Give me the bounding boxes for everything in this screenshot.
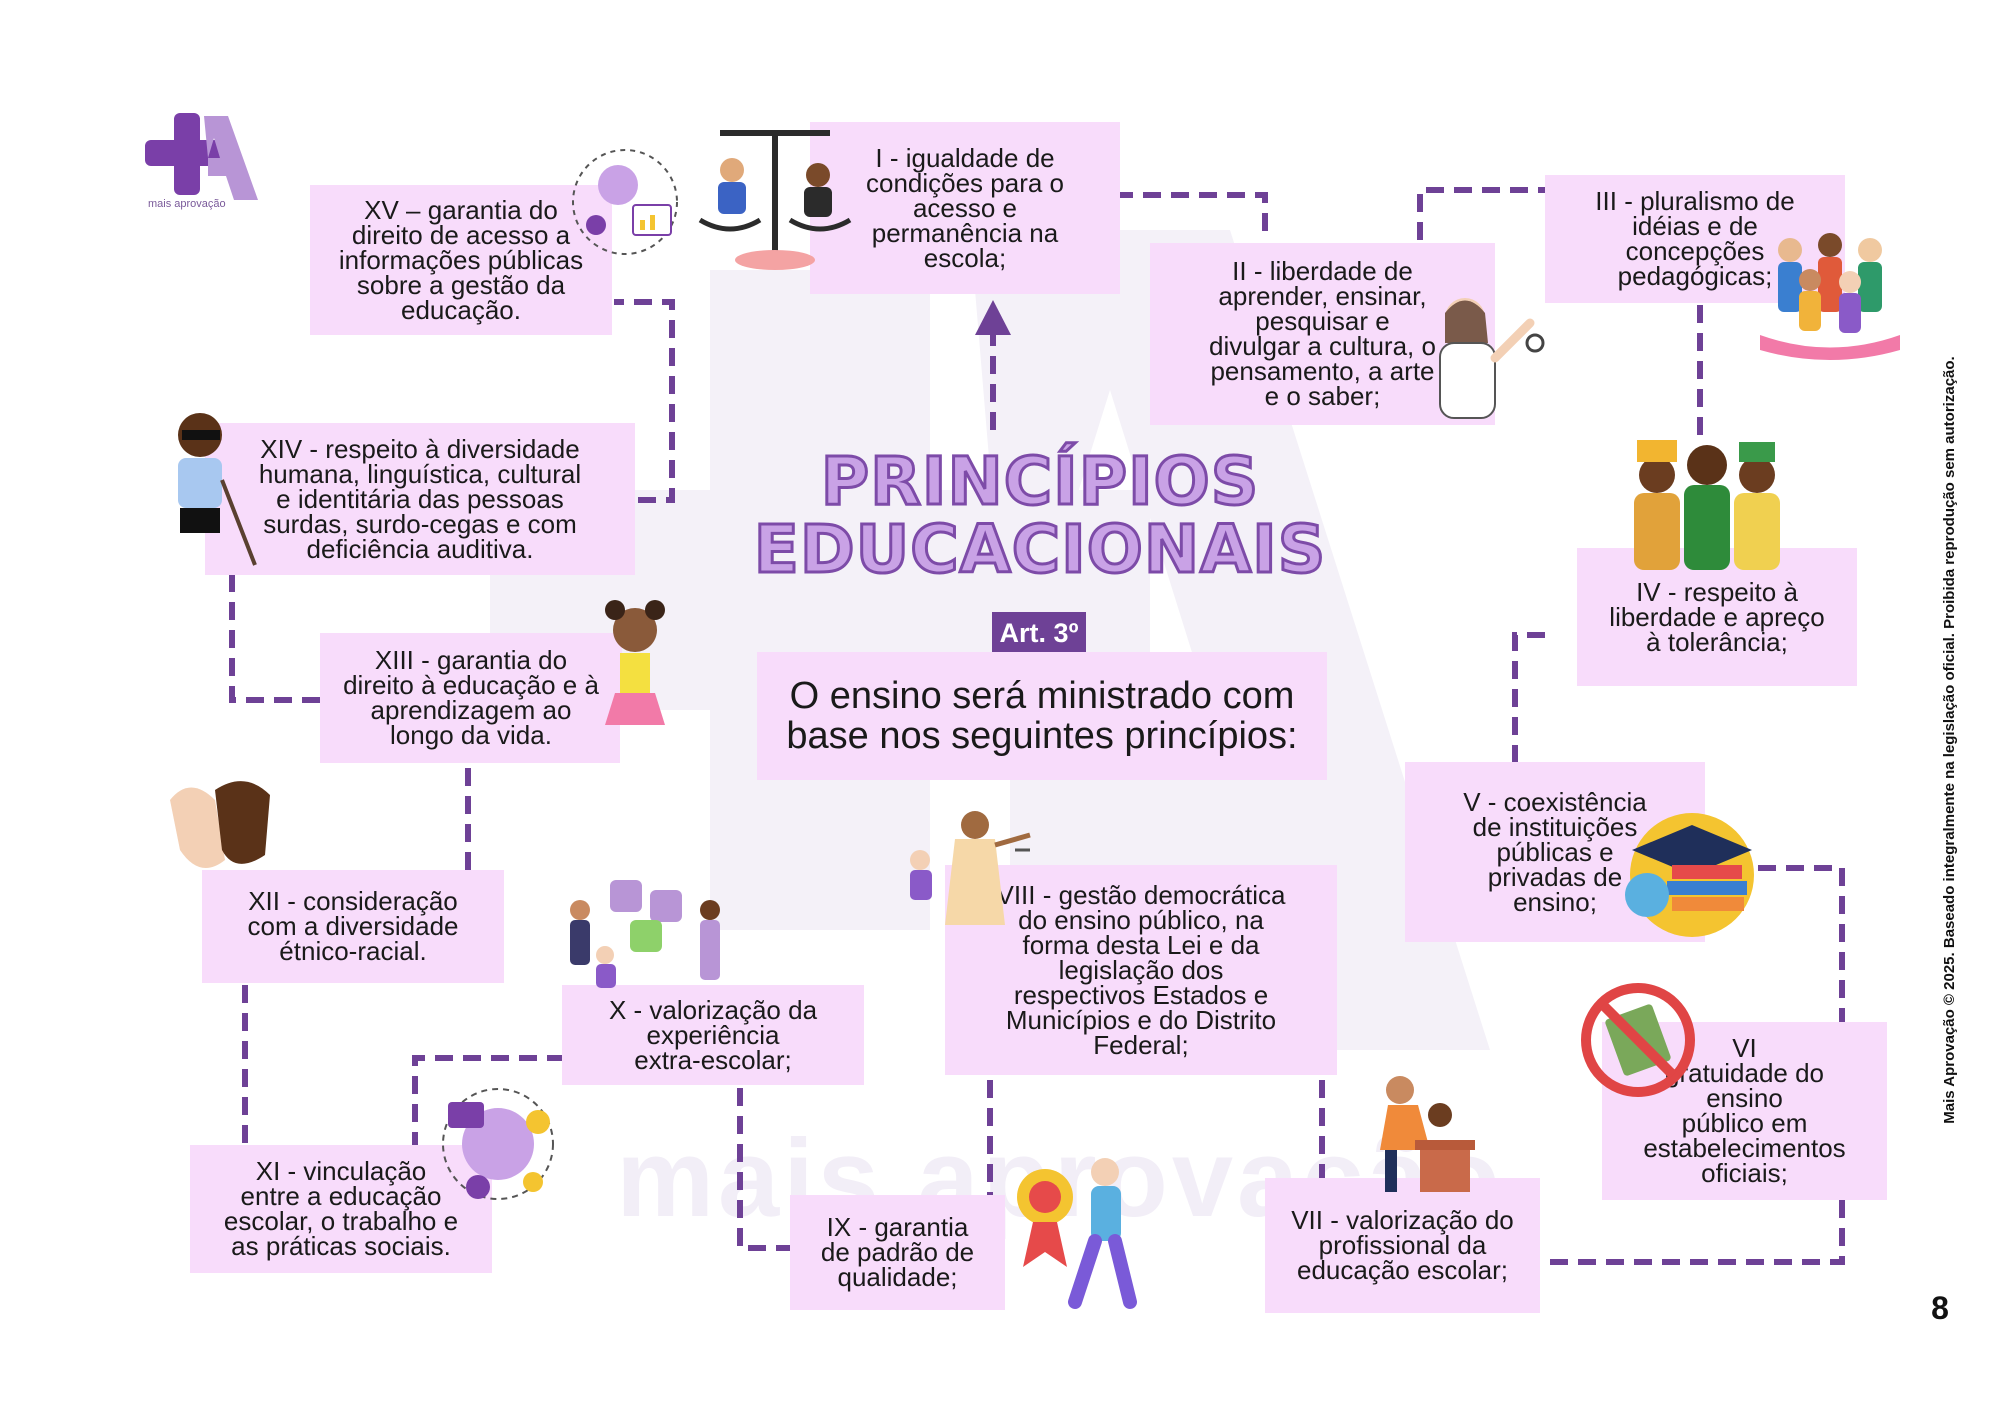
principle-x-box: X - valorização da experiência extra-esc…	[562, 985, 864, 1085]
african-people-icon	[1634, 440, 1780, 570]
teacher-woman-icon	[1439, 298, 1545, 419]
principle-i-box: I - igualdade de condições para o acesso…	[810, 122, 1120, 294]
blind-boy-icon	[178, 413, 257, 566]
puzzle-people-icon	[570, 880, 720, 988]
hands-icon	[170, 781, 270, 868]
principle-ii-box: II - liberdade de aprender, ensinar, pes…	[1150, 243, 1495, 425]
page-title: PRINCÍPIOS EDUCACIONAIS	[720, 443, 1360, 588]
diverse-people-icon	[1760, 233, 1900, 360]
scales-icon	[698, 130, 852, 270]
title-line-2: EDUCACIONAIS	[752, 511, 1327, 588]
principle-xii-box: XII - consideração com a diversidade étn…	[202, 870, 504, 983]
career-circle-icon	[442, 1088, 554, 1200]
brand-logo-text: mais aprovação	[148, 198, 226, 210]
principle-xv-box: XV – garantia do direito de acesso a inf…	[310, 185, 612, 335]
public-info-icon	[572, 149, 678, 255]
justice-lady-icon	[910, 811, 1031, 925]
article-badge: Art. 3º	[992, 612, 1086, 654]
teacher-student-icon	[1380, 1076, 1475, 1192]
principle-vii-box: VII - valorização do profissional da edu…	[1265, 1178, 1540, 1313]
principle-iv-box: IV - respeito à liberdade e apreço à tol…	[1577, 548, 1857, 686]
title-line-1: PRINCÍPIOS	[819, 443, 1260, 520]
principle-ix-box: IX - garantia de padrão de qualidade;	[790, 1195, 1005, 1310]
award-ribbon-icon	[1017, 1158, 1137, 1309]
graduation-books-icon	[1625, 813, 1754, 937]
principle-xi-box: XI - vinculação entre a educação escolar…	[190, 1145, 492, 1273]
brand-logo	[145, 113, 258, 200]
principle-viii-box: VIII - gestão democrática do ensino públ…	[945, 865, 1337, 1075]
principle-xiii-box: XIII - garantia do direito à educação e …	[320, 633, 622, 763]
principle-xiv-box: XIV - respeito à diversidade humana, lin…	[205, 423, 635, 575]
girl-icon	[605, 600, 665, 770]
copyright-note: Mais Aprovação © 2025. Baseado integralm…	[1941, 356, 1958, 1124]
page-number: 8	[1931, 1290, 1949, 1326]
no-money-icon	[1581, 983, 1695, 1097]
intro-box: O ensino será ministrado com base nos se…	[757, 652, 1327, 780]
